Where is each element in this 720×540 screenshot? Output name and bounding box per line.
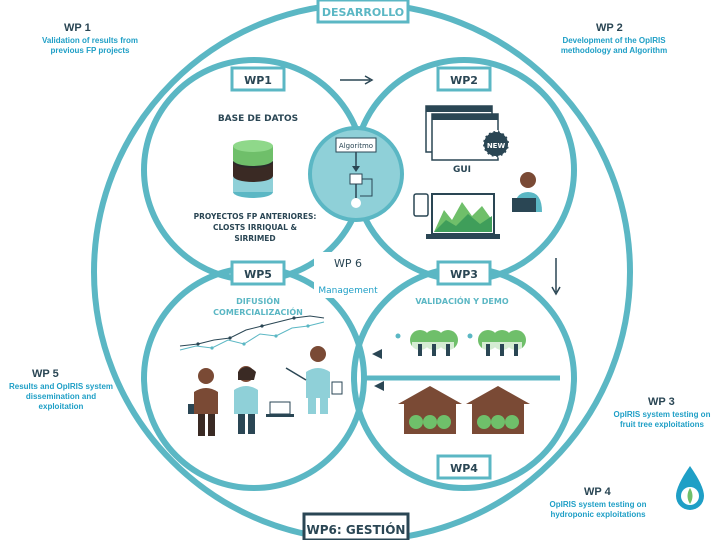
man-person-icon: [188, 368, 218, 436]
side-note-wp1: WP 1 Validation of results from previous…: [20, 22, 160, 56]
flow-end-dot: [351, 198, 361, 208]
person-at-laptop-icon: [512, 172, 542, 212]
side-note-wp5-line1: Results and OpIRIS system: [8, 382, 114, 391]
side-note-wp4-line2: hydroponic exploitations: [550, 510, 646, 519]
side-note-wp3-line2: fruit tree exploitations: [619, 420, 704, 429]
side-note-wp2-line2: methodology and Algorithm: [560, 46, 668, 55]
new-badge-icon: NEW: [482, 130, 510, 158]
top-banner-box: [316, 0, 410, 24]
side-note-wp3-title: WP 3: [648, 396, 675, 408]
side-note-wp1-line2: previous FP projects: [50, 46, 130, 55]
wp2-gui-label: GUI: [453, 165, 471, 175]
wp1-projects-sub1: CLOSTS IRRIQUAL &: [213, 223, 297, 232]
badge-wp5-box: [230, 260, 286, 286]
arrow-left-icons: [372, 349, 384, 391]
side-note-wp5: WP 5 Results and OpIRIS system dissemina…: [6, 368, 116, 412]
badge-wp4: WP4: [450, 462, 478, 475]
side-note-wp3: WP 3 OpIRIS system testing on fruit tree…: [604, 396, 720, 430]
algorithm-label: Algoritmo: [339, 142, 373, 150]
bottom-banner-box: [302, 512, 410, 540]
bottom-banner: WP6: GESTIÓN: [307, 522, 406, 537]
wp1-projects-title: PROYECTOS FP ANTERIORES:: [194, 212, 317, 221]
badge-wp1-box: [230, 66, 286, 92]
woman-person-icon: [234, 366, 258, 434]
greenhouse-icon-left: [398, 386, 462, 434]
top-banner: DESARROLLO: [322, 6, 404, 19]
greenhouse-icon-right: [466, 386, 530, 434]
side-note-wp4: WP 4 OpIRIS system testing on hydroponic…: [540, 486, 656, 520]
new-badge: NEW: [487, 142, 506, 150]
presenter-person-icon: [285, 346, 343, 414]
tablet-icon: [413, 193, 429, 217]
badge-wp5: WP5: [244, 268, 272, 281]
wp3-title: VALIDACIÓN Y DEMO: [415, 295, 509, 306]
badge-wp4-box: [436, 454, 492, 480]
tree-row-icon-left: [410, 330, 458, 356]
badge-wp1: WP1: [244, 74, 272, 87]
wp5-title1: DIFUSIÓN: [236, 295, 280, 306]
side-note-wp2-title: WP 2: [596, 22, 623, 34]
side-note-wp1-line1: Validation of results from: [41, 36, 138, 45]
wp6-label-bg: [314, 252, 382, 298]
side-note-wp2: WP 2 Development of the OpIRIS methodolo…: [548, 22, 680, 56]
database-icon: [233, 140, 273, 198]
badge-wp3: WP3: [450, 268, 478, 281]
side-note-wp5-line2: dissemination and: [25, 392, 97, 401]
side-note-wp2-line1: Development of the OpIRIS: [562, 36, 666, 45]
wp6-sub: Management: [318, 286, 378, 296]
side-note-wp1-title: WP 1: [64, 22, 91, 34]
wp5-title2: COMERCIALIZACIÓN: [213, 306, 303, 317]
laptop-chart-icon: [426, 193, 500, 239]
small-laptop-icon: [266, 401, 294, 417]
badge-wp3-box: [436, 260, 492, 286]
wp1-title: BASE DE DATOS: [218, 114, 298, 124]
trend-lines-icon: [179, 315, 325, 351]
badge-wp2-box: [436, 66, 492, 92]
water-drop-icons: [395, 333, 473, 339]
side-note-wp3-line1: OpIRIS system testing on: [613, 410, 711, 419]
tree-row-icon-right: [478, 330, 526, 356]
opiris-water-logo: [676, 466, 704, 510]
side-note-wp5-line3: exploitation: [38, 402, 84, 411]
wp1-projects-sub2: SIRRIMED: [234, 234, 275, 243]
side-note-wp4-title: WP 4: [584, 486, 611, 498]
side-note-wp5-title: WP 5: [32, 368, 59, 380]
wp6-label: WP 6: [334, 257, 362, 270]
badge-wp2: WP2: [450, 74, 478, 87]
side-note-wp4-line1: OpIRIS system testing on: [549, 500, 647, 509]
